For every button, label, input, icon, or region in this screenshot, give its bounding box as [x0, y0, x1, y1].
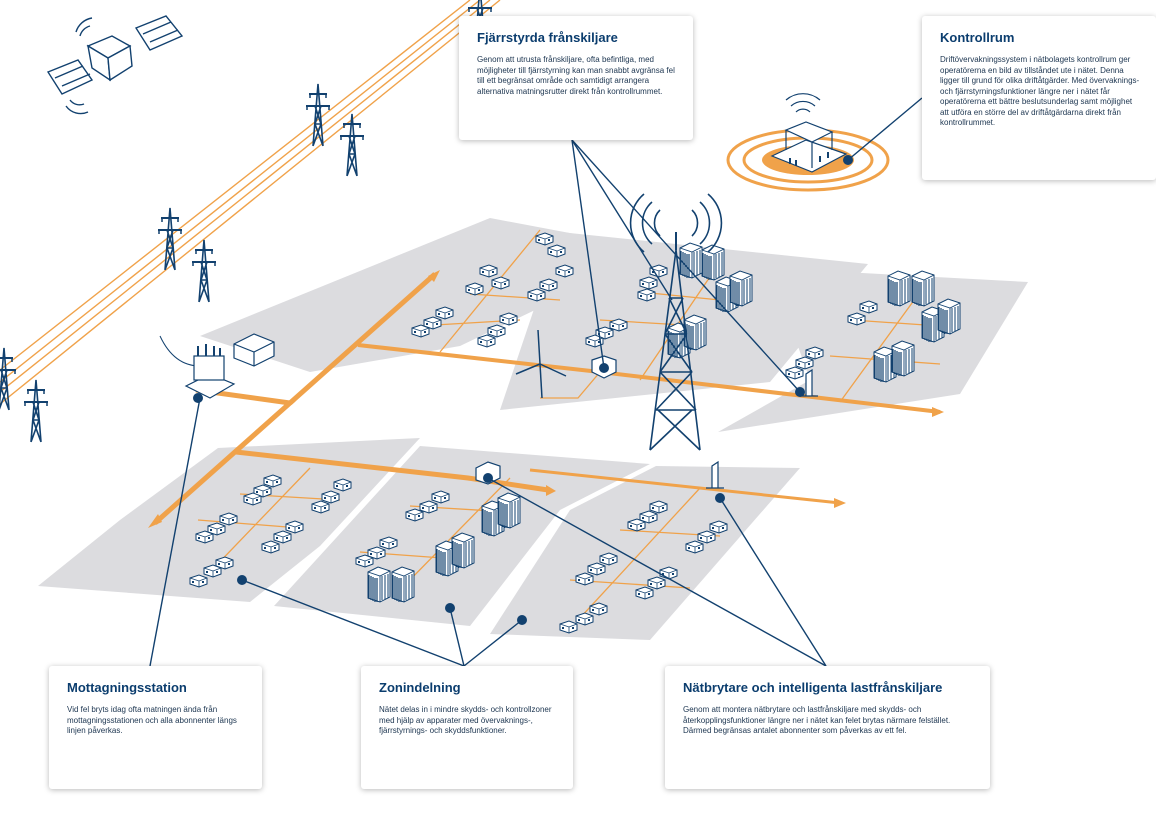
radio-tower-icon	[629, 193, 723, 451]
callout-anchor-dots	[193, 155, 853, 625]
control-room-icon	[726, 93, 890, 192]
distribution-branches	[197, 229, 941, 619]
overhead-power-lines	[0, 0, 501, 405]
callout-text: Nätet delas in i mindre skydds- och kont…	[379, 705, 552, 735]
callout-text: Genom att montera nätbrytare och lastfrå…	[683, 705, 951, 735]
callout-leader-lines	[149, 97, 923, 667]
callout-control-room: Kontrollrum Driftövervakningssystem i nä…	[922, 16, 1156, 180]
callout-network-breakers: Nätbrytare och intelligenta lastfrånskil…	[665, 666, 990, 789]
zone-platforms	[38, 218, 1028, 640]
callout-text: Vid fel bryts idag ofta matningen ända f…	[67, 705, 237, 735]
wind-turbine-icon	[515, 329, 567, 399]
satellite-icon	[46, 15, 184, 115]
callout-remote-disconnectors: Fjärrstyrda frånskiljare Genom att utrus…	[459, 16, 693, 140]
callout-text: Genom att utrusta frånskiljare, ofta bef…	[477, 55, 675, 96]
callout-title: Fjärrstyrda frånskiljare	[477, 30, 618, 45]
callout-text: Driftövervakningssystem i nätbolagets ko…	[940, 55, 1140, 127]
callout-zoning: Zonindelning Nätet delas in i mindre sky…	[361, 666, 573, 789]
callout-receiving-station: Mottagningsstation Vid fel bryts idag of…	[49, 666, 262, 789]
callout-title: Kontrollrum	[940, 30, 1015, 45]
feeder-arrowheads	[148, 270, 944, 528]
callout-title: Nätbrytare och intelligenta lastfrånskil…	[683, 680, 943, 695]
callout-title: Mottagningsstation	[67, 680, 187, 695]
substation-icon	[159, 333, 275, 399]
callout-title: Zonindelning	[379, 680, 461, 695]
